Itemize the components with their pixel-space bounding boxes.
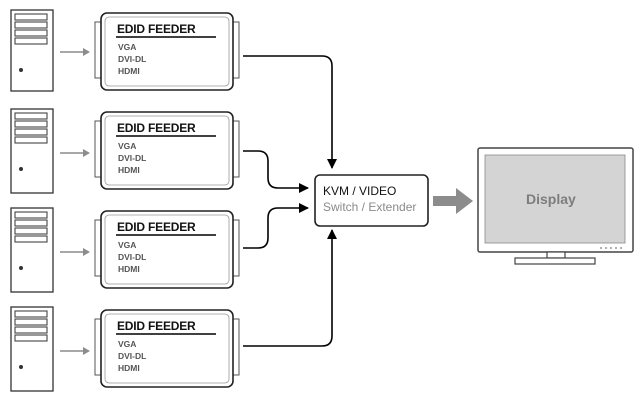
kvm-switch-box <box>314 174 429 227</box>
feeder-port-1-hdmi: HDMI <box>118 66 140 76</box>
feeder-port-4-vga: VGA <box>118 339 137 349</box>
output-arrow <box>433 188 473 214</box>
edid-feeder-box-4 <box>94 309 240 388</box>
kvm-subtitle: Switch / Extender <box>323 200 417 214</box>
feeder-port-4-dvi: DVI-DL <box>118 351 147 361</box>
feeder-port-3-vga: VGA <box>118 240 137 250</box>
feeder-port-2-vga: VGA <box>118 141 137 151</box>
display-label: Display <box>526 191 576 207</box>
feeder-port-3-hdmi: HDMI <box>118 264 140 274</box>
computer-tower-3 <box>10 207 54 293</box>
edid-feeder-box-3 <box>94 210 240 289</box>
feeder-title-3: EDID FEEDER <box>117 220 196 234</box>
feeder-port-2-hdmi: HDMI <box>118 165 140 175</box>
feeder-title-2: EDID FEEDER <box>117 121 196 135</box>
computer-tower-1 <box>10 9 54 92</box>
input-arrow-3 <box>60 248 90 256</box>
connection-line-4 <box>243 229 337 347</box>
connection-line-3 <box>243 203 309 249</box>
kvm-title: KVM / VIDEO <box>323 184 397 198</box>
feeder-port-1-dvi: DVI-DL <box>118 54 147 64</box>
connection-line-1 <box>243 55 337 169</box>
feeder-port-2-dvi: DVI-DL <box>118 153 147 163</box>
feeder-port-4-hdmi: HDMI <box>118 363 140 373</box>
feeder-title-1: EDID FEEDER <box>117 22 196 36</box>
input-arrow-1 <box>60 48 90 56</box>
edid-feeder-box-1 <box>94 12 240 91</box>
edid-feeder-box-2 <box>94 111 240 190</box>
feeder-port-1-vga: VGA <box>118 42 137 52</box>
feeder-title-4: EDID FEEDER <box>117 319 196 333</box>
input-arrow-2 <box>60 149 90 157</box>
computer-tower-4 <box>10 306 54 392</box>
computer-tower-2 <box>10 108 54 194</box>
feeder-port-3-dvi: DVI-DL <box>118 252 147 262</box>
input-arrow-4 <box>60 347 90 355</box>
display-monitor <box>477 147 634 265</box>
connection-line-2 <box>243 150 309 193</box>
